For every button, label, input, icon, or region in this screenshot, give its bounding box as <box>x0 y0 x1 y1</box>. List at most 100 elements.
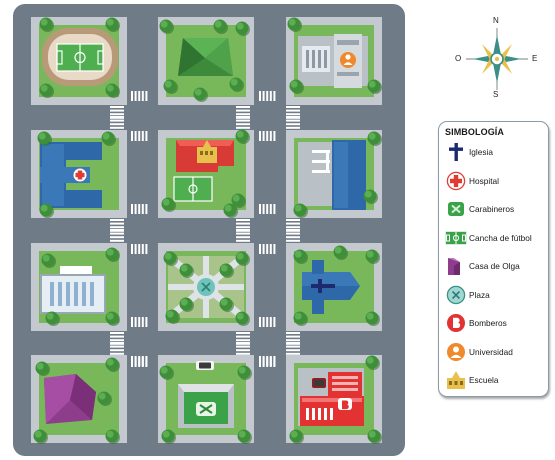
crosswalk <box>131 244 148 254</box>
tree-icon <box>39 17 54 32</box>
legend-label-police: Carabineros <box>469 204 515 215</box>
tree-icon <box>237 365 252 380</box>
tree-icon <box>35 361 50 376</box>
crosswalk <box>131 204 148 214</box>
legend-item-plaza: Plaza <box>445 281 544 310</box>
tree-icon <box>159 19 174 34</box>
legend-item-olga: Casa de Olga <box>445 252 544 281</box>
compass-rose: N S O E <box>452 16 542 100</box>
tree-icon <box>289 79 304 94</box>
cross-icon <box>449 143 463 162</box>
tree-icon <box>213 19 228 34</box>
tree-icon <box>363 189 378 204</box>
hospital-building <box>40 142 102 208</box>
tree-icon <box>193 87 208 102</box>
fire-station-icon <box>447 314 465 333</box>
fire-station <box>298 368 364 426</box>
legend-item-university: Universidad <box>445 338 544 367</box>
tree-icon <box>163 79 178 94</box>
legend-label-hospital: Hospital <box>469 175 499 186</box>
soccer-field-icon <box>445 230 467 245</box>
tree-icon <box>293 203 308 218</box>
tree-icon <box>45 311 60 326</box>
tree-icon <box>219 297 234 312</box>
university-building <box>298 34 368 88</box>
tree-icon <box>235 129 250 144</box>
tree-icon <box>105 357 120 372</box>
red-cross-icon <box>446 171 466 191</box>
crosswalk <box>259 317 276 327</box>
tree-icon <box>367 79 382 94</box>
olga-house <box>44 374 96 424</box>
tree-icon <box>97 391 112 406</box>
tree-icon <box>289 429 304 444</box>
tree-icon <box>41 253 56 268</box>
church-school-block <box>173 140 234 202</box>
tree-icon <box>235 251 250 266</box>
tree-icon <box>37 131 52 146</box>
tree-icon <box>235 311 250 326</box>
tree-icon <box>293 249 308 264</box>
crosswalk <box>110 229 124 242</box>
tree-icon <box>367 131 382 146</box>
green-building <box>178 38 233 76</box>
tree-icon <box>287 17 302 32</box>
crosswalk <box>286 229 300 242</box>
tree-icon <box>161 197 176 212</box>
crosswalk <box>131 131 148 141</box>
house-icon <box>448 258 460 276</box>
legend-label-soccer: Cancha de fútbol <box>469 232 532 243</box>
school-icon <box>447 371 465 390</box>
legend-item-church: Iglesia <box>445 138 544 167</box>
plaza-icon <box>446 285 466 305</box>
crosswalk <box>236 229 250 242</box>
tree-icon <box>33 429 48 444</box>
tree-icon <box>163 251 178 266</box>
university-icon <box>447 342 465 361</box>
tree-icon <box>165 309 180 324</box>
tree-icon <box>235 21 250 36</box>
legend-item-school: Escuela <box>445 366 544 395</box>
tree-icon <box>365 311 380 326</box>
tree-icon <box>161 429 176 444</box>
tree-icon <box>39 83 54 98</box>
compass-north: N <box>493 16 499 25</box>
legend-item-police: Carabineros <box>445 195 544 224</box>
tree-icon <box>367 429 382 444</box>
tree-icon <box>105 429 120 444</box>
tree-icon <box>101 131 116 146</box>
tree-icon <box>105 17 120 32</box>
legend-title: SIMBOLOGÍA <box>445 127 504 137</box>
legend-label-church: Iglesia <box>469 147 493 158</box>
tree-icon <box>237 429 252 444</box>
compass-east: E <box>532 54 538 63</box>
legend-item-firefighters: Bomberos <box>445 309 544 338</box>
legend-label-plaza: Plaza <box>469 289 490 300</box>
legend-label-olga: Casa de Olga <box>469 261 520 272</box>
church-building <box>302 260 360 314</box>
crosswalk <box>286 116 300 129</box>
legend-item-hospital: Hospital <box>445 167 544 196</box>
blue-building <box>298 140 366 210</box>
tree-icon <box>229 77 244 92</box>
tree-icon <box>365 355 380 370</box>
compass-icon <box>466 28 528 90</box>
crosswalk <box>259 357 276 367</box>
crosswalk <box>110 116 124 129</box>
soccer-stadium <box>42 28 118 86</box>
map-legend: SIMBOLOGÍA Iglesia Hospital Carabineros <box>438 121 549 397</box>
crosswalk <box>131 317 148 327</box>
tree-icon <box>159 365 174 380</box>
tree-icon <box>365 249 380 264</box>
tree-icon <box>105 83 120 98</box>
crosswalk <box>259 204 276 214</box>
tree-icon <box>105 311 120 326</box>
trees <box>33 17 382 444</box>
tree-icon <box>179 297 194 312</box>
tree-icon <box>231 193 246 208</box>
legend-label-school: Escuela <box>469 375 499 386</box>
legend-label-university: Universidad <box>469 346 513 357</box>
crosswalk <box>286 342 300 355</box>
tree-icon <box>219 263 234 278</box>
